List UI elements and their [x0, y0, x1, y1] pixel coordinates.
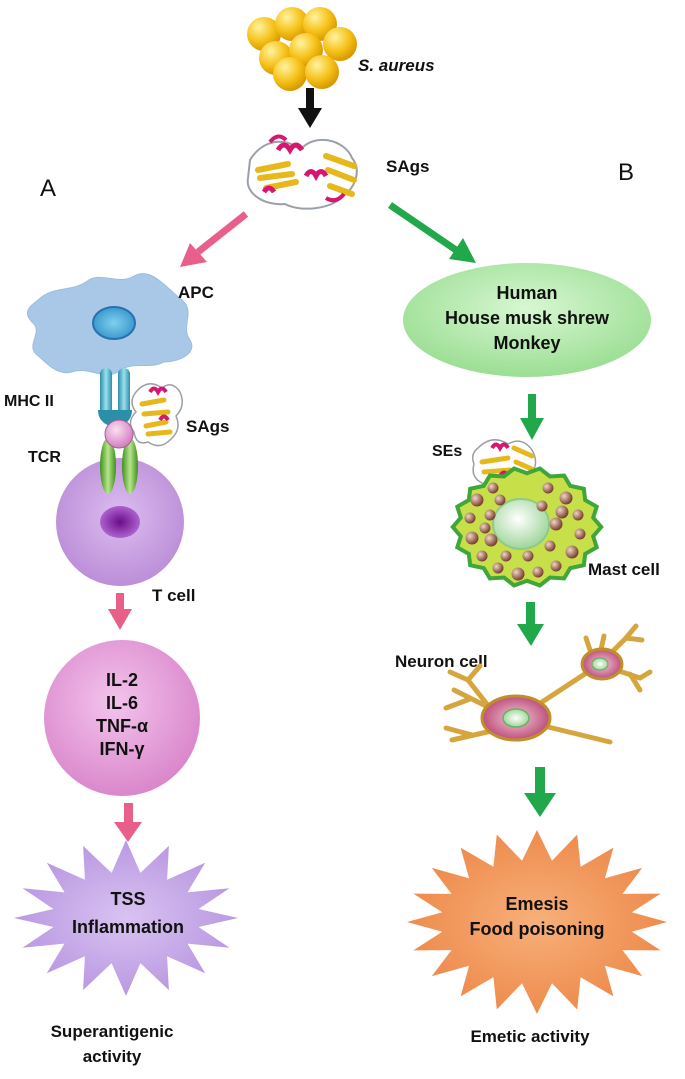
mast-cell-label: Mast cell	[588, 560, 660, 579]
emesis-line-1: Emesis	[505, 894, 568, 914]
mast-granule	[484, 509, 496, 521]
mast-granule	[544, 540, 556, 552]
panel-b-label: B	[618, 159, 634, 186]
neuron-cell-label: Neuron cell	[395, 652, 488, 671]
mast-cell-nucleus	[492, 498, 550, 550]
mast-granule	[465, 531, 479, 545]
superantigenic-activity-line-2: activity	[83, 1047, 142, 1066]
host-human: Human	[496, 283, 557, 303]
sags-bound-label: SAgs	[186, 417, 229, 436]
cytokine-ifn: IFN-γ	[100, 739, 145, 759]
sags-label-top: SAgs	[386, 157, 429, 176]
mast-granule	[511, 567, 525, 581]
apc-nucleus	[92, 306, 136, 340]
mast-cell-granules	[464, 482, 586, 581]
tss-line-2: Inflammation	[72, 917, 184, 937]
mast-granule	[549, 517, 563, 531]
s-aureus-label: S. aureus	[358, 56, 435, 75]
cytokine-tnf: TNF-α	[96, 716, 148, 736]
mast-granule	[559, 491, 573, 505]
mast-granule	[492, 562, 504, 574]
mast-granule	[532, 566, 544, 578]
mast-granule	[572, 509, 584, 521]
sags-protein-structure	[246, 134, 358, 210]
host-species-ellipse	[403, 263, 651, 377]
emesis-starburst	[407, 830, 667, 1014]
host-monkey: Monkey	[493, 333, 560, 353]
mhc-ii-label: MHC II	[4, 393, 54, 410]
cytokine-circle	[44, 640, 200, 796]
host-musk-shrew: House musk shrew	[445, 308, 610, 328]
cytokine-il6: IL-6	[106, 693, 138, 713]
panel-a-label: A	[40, 175, 56, 202]
apc-label: APC	[178, 283, 214, 302]
tcr-receptor	[100, 419, 138, 494]
arrow-down-black	[298, 88, 322, 128]
neuron-nucleus-1	[502, 708, 530, 728]
tss-starburst	[14, 840, 238, 996]
arrow-pink-down-2	[114, 803, 142, 842]
mast-granule	[565, 545, 579, 559]
mast-granule	[574, 528, 586, 540]
mast-granule	[494, 494, 506, 506]
cytokine-il2: IL-2	[106, 670, 138, 690]
mast-granule	[522, 550, 534, 562]
mhc-ii-receptor	[98, 368, 132, 427]
sags-bound-protein	[129, 383, 183, 447]
mast-granule	[476, 550, 488, 562]
t-cell-label: T cell	[152, 586, 195, 605]
tss-line-1: TSS	[110, 889, 145, 909]
arrow-pink-diagonal	[180, 211, 249, 267]
arrow-green-diagonal	[388, 202, 476, 263]
arrow-green-down-1	[520, 394, 544, 440]
arrow-green-down-3	[524, 767, 556, 817]
mast-granule	[536, 500, 548, 512]
mast-granule	[500, 550, 512, 562]
mast-granule	[470, 493, 484, 507]
mast-granule	[464, 512, 476, 524]
mast-granule	[550, 560, 562, 572]
mast-granule	[484, 533, 498, 547]
superantigenic-activity-line-1: Superantigenic	[51, 1022, 174, 1041]
emetic-activity-label: Emetic activity	[470, 1027, 590, 1046]
mast-granule	[542, 482, 554, 494]
mast-granule	[479, 522, 491, 534]
arrow-green-down-2	[517, 602, 544, 646]
ses-label: SEs	[432, 443, 462, 460]
neuron-cells	[443, 623, 653, 745]
arrow-pink-down-1	[108, 593, 132, 630]
tcr-label: TCR	[28, 449, 61, 466]
s-aureus-cluster	[247, 7, 357, 91]
emesis-line-2: Food poisoning	[470, 919, 605, 939]
mast-granule	[555, 505, 569, 519]
neuron-nucleus-2	[591, 657, 609, 671]
mast-granule	[487, 482, 499, 494]
t-cell-nucleus	[100, 506, 140, 538]
